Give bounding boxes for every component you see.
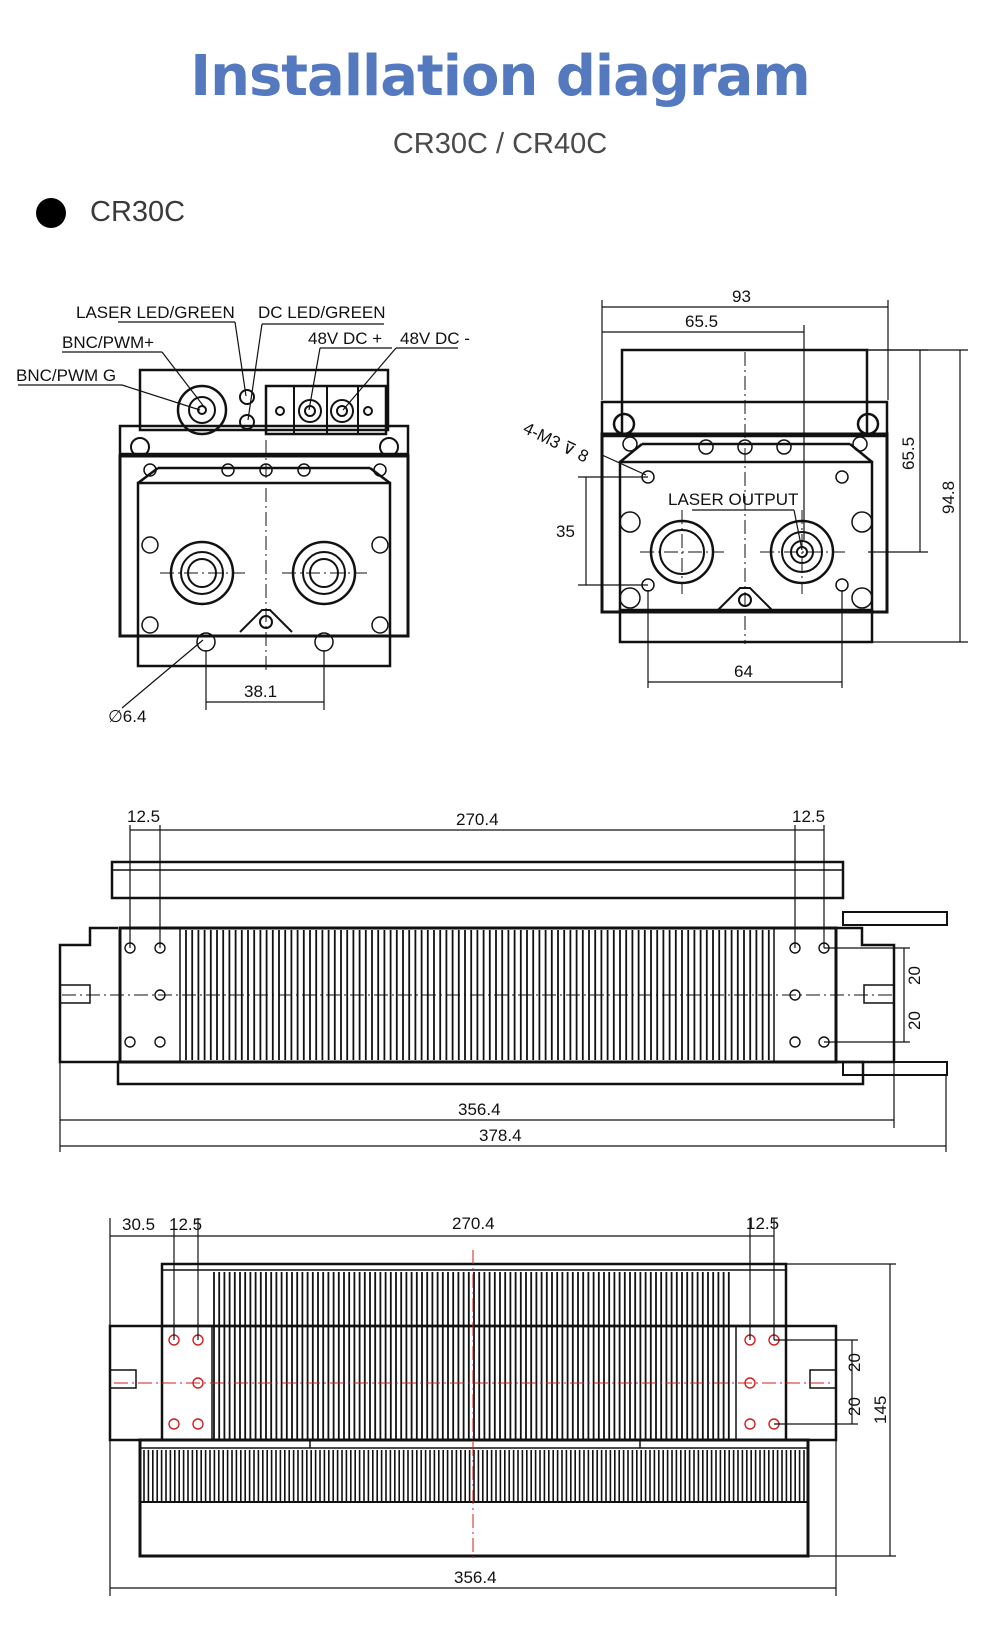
model-label: CR30C [90, 196, 186, 228]
dim-row-a: 20 [905, 966, 924, 985]
dim-hole-span: 270.4 [456, 810, 499, 829]
dim-edge: 30.5 [122, 1215, 155, 1234]
label-laser-output: LASER OUTPUT [668, 490, 798, 509]
label-bnc-pwm-plus: BNC/PWM+ [62, 333, 154, 352]
bullet-dot [36, 198, 66, 228]
dim-width: 93 [732, 287, 751, 306]
dim-row-a-bottom: 20 [845, 1353, 864, 1372]
dim-height-half: 65.5 [899, 437, 918, 470]
label-dc-plus: 48V DC + [308, 329, 382, 348]
dim-right-margin-bottom: 12.5 [746, 1214, 779, 1233]
rear-view: 93 65.5 65.5 94.8 35 64 4-M3 ⊽ 8 LASER O… [520, 287, 968, 688]
top-view: 12.5 270.4 12.5 20 20 356.4 378.4 [58, 807, 948, 1152]
dim-left-margin: 12.5 [127, 807, 160, 826]
dim-body-length-bottom: 356.4 [454, 1568, 497, 1587]
label-screw-spec: 4-M3 ⊽ 8 [520, 419, 591, 467]
dim-total-length: 378.4 [479, 1126, 522, 1145]
dim-left-margin-bottom: 12.5 [169, 1215, 202, 1234]
label-dc-minus: 48V DC - [400, 329, 470, 348]
dim-hole-spacing: 38.1 [244, 682, 277, 701]
front-view: LASER LED/GREEN DC LED/GREEN BNC/PWM+ BN… [16, 303, 470, 726]
label-laser-led: LASER LED/GREEN [76, 303, 235, 322]
label-hole-diameter: ∅6.4 [108, 707, 146, 726]
dim-row-b: 20 [905, 1011, 924, 1030]
page-title: Installation diagram [190, 44, 811, 109]
label-bnc-pwm-g: BNC/PWM G [16, 366, 116, 385]
dim-center-offset: 65.5 [685, 312, 718, 331]
page-subtitle: CR30C / CR40C [392, 128, 608, 160]
dim-hole-span-bottom: 270.4 [452, 1214, 495, 1233]
label-dc-led: DC LED/GREEN [258, 303, 386, 322]
bottom-view: 30.5 12.5 270.4 12.5 20 20 145 356.4 [108, 1214, 896, 1596]
dim-height: 145 [871, 1396, 890, 1424]
dim-right-margin: 12.5 [792, 807, 825, 826]
dim-hole-horizontal: 64 [734, 662, 753, 681]
dim-row-b-bottom: 20 [845, 1397, 864, 1416]
dim-height-total: 94.8 [939, 481, 958, 514]
dim-hole-vertical: 35 [556, 522, 575, 541]
dim-body-length: 356.4 [458, 1100, 501, 1119]
